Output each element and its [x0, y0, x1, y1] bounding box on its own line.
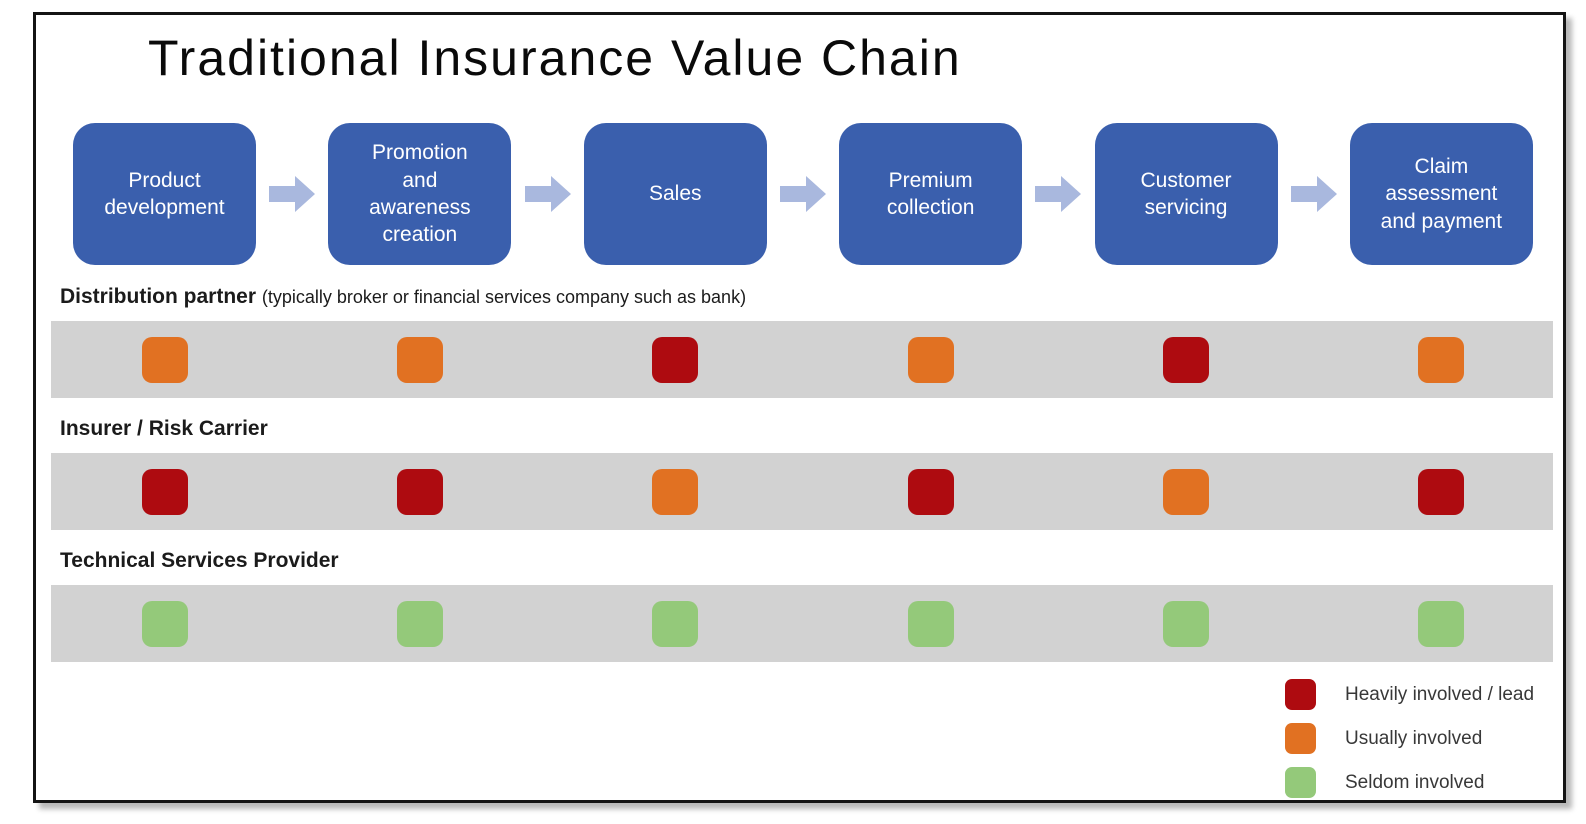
- row-label-insurer-risk-carrier: Insurer / Risk Carrier: [60, 417, 268, 441]
- involvement-marker: [907, 468, 954, 515]
- involvement-marker: [652, 336, 699, 383]
- stage-premium-collection: Premium collection: [839, 123, 1023, 265]
- value-chain: Product development Promotion and awaren…: [73, 123, 1533, 265]
- legend-swatch-heavily: [1285, 679, 1316, 710]
- row-label-technical-services-provider: Technical Services Provider: [60, 549, 339, 573]
- involvement-marker: [907, 600, 954, 647]
- row-name: Distribution partner: [60, 285, 257, 308]
- legend-label: Usually involved: [1345, 727, 1483, 749]
- row-note: (typically broker or financial services …: [261, 287, 747, 307]
- involvement-marker: [1418, 468, 1465, 515]
- flow-arrow-icon: [1290, 174, 1337, 214]
- involvement-marker: [1163, 336, 1210, 383]
- involvement-band-distribution-partner: [51, 321, 1553, 398]
- legend-item-heavily-involved: Heavily involved / lead: [1285, 679, 1534, 710]
- flow-arrow-icon: [269, 174, 316, 214]
- stage-claim-assessment: Claim assessment and payment: [1349, 123, 1533, 265]
- involvement-marker: [1418, 336, 1465, 383]
- row-label-distribution-partner: Distribution partner (typically broker o…: [60, 285, 746, 309]
- legend-swatch-usually: [1285, 723, 1316, 754]
- involvement-marker: [396, 468, 443, 515]
- flow-arrow-icon: [779, 174, 826, 214]
- involvement-marker: [1418, 600, 1465, 647]
- legend: Heavily involved / lead Usually involved…: [1285, 679, 1534, 798]
- involvement-marker: [1163, 600, 1210, 647]
- flow-arrow-icon: [524, 174, 571, 214]
- involvement-marker: [396, 336, 443, 383]
- involvement-marker: [652, 600, 699, 647]
- involvement-marker: [396, 600, 443, 647]
- involvement-marker: [141, 336, 188, 383]
- page-title: Traditional Insurance Value Chain: [148, 30, 962, 86]
- stage-customer-servicing: Customer servicing: [1094, 123, 1278, 265]
- legend-item-usually-involved: Usually involved: [1285, 723, 1534, 754]
- slide-frame: Traditional Insurance Value Chain Produc…: [33, 12, 1566, 803]
- involvement-marker: [1163, 468, 1210, 515]
- involvement-marker: [652, 468, 699, 515]
- involvement-marker: [141, 468, 188, 515]
- involvement-band-insurer-risk-carrier: [51, 453, 1553, 530]
- legend-item-seldom-involved: Seldom involved: [1285, 767, 1534, 798]
- legend-label: Seldom involved: [1345, 771, 1485, 793]
- row-name: Insurer / Risk Carrier: [60, 417, 268, 440]
- row-name: Technical Services Provider: [60, 549, 339, 572]
- flow-arrow-icon: [1035, 174, 1082, 214]
- involvement-band-technical-services-provider: [51, 585, 1553, 662]
- legend-label: Heavily involved / lead: [1345, 683, 1535, 705]
- stage-product-development: Product development: [73, 123, 256, 265]
- involvement-marker: [141, 600, 188, 647]
- stage-sales: Sales: [583, 123, 767, 265]
- stage-promotion-awareness: Promotion and awareness creation: [328, 123, 512, 265]
- involvement-marker: [907, 336, 954, 383]
- legend-swatch-seldom: [1285, 767, 1316, 798]
